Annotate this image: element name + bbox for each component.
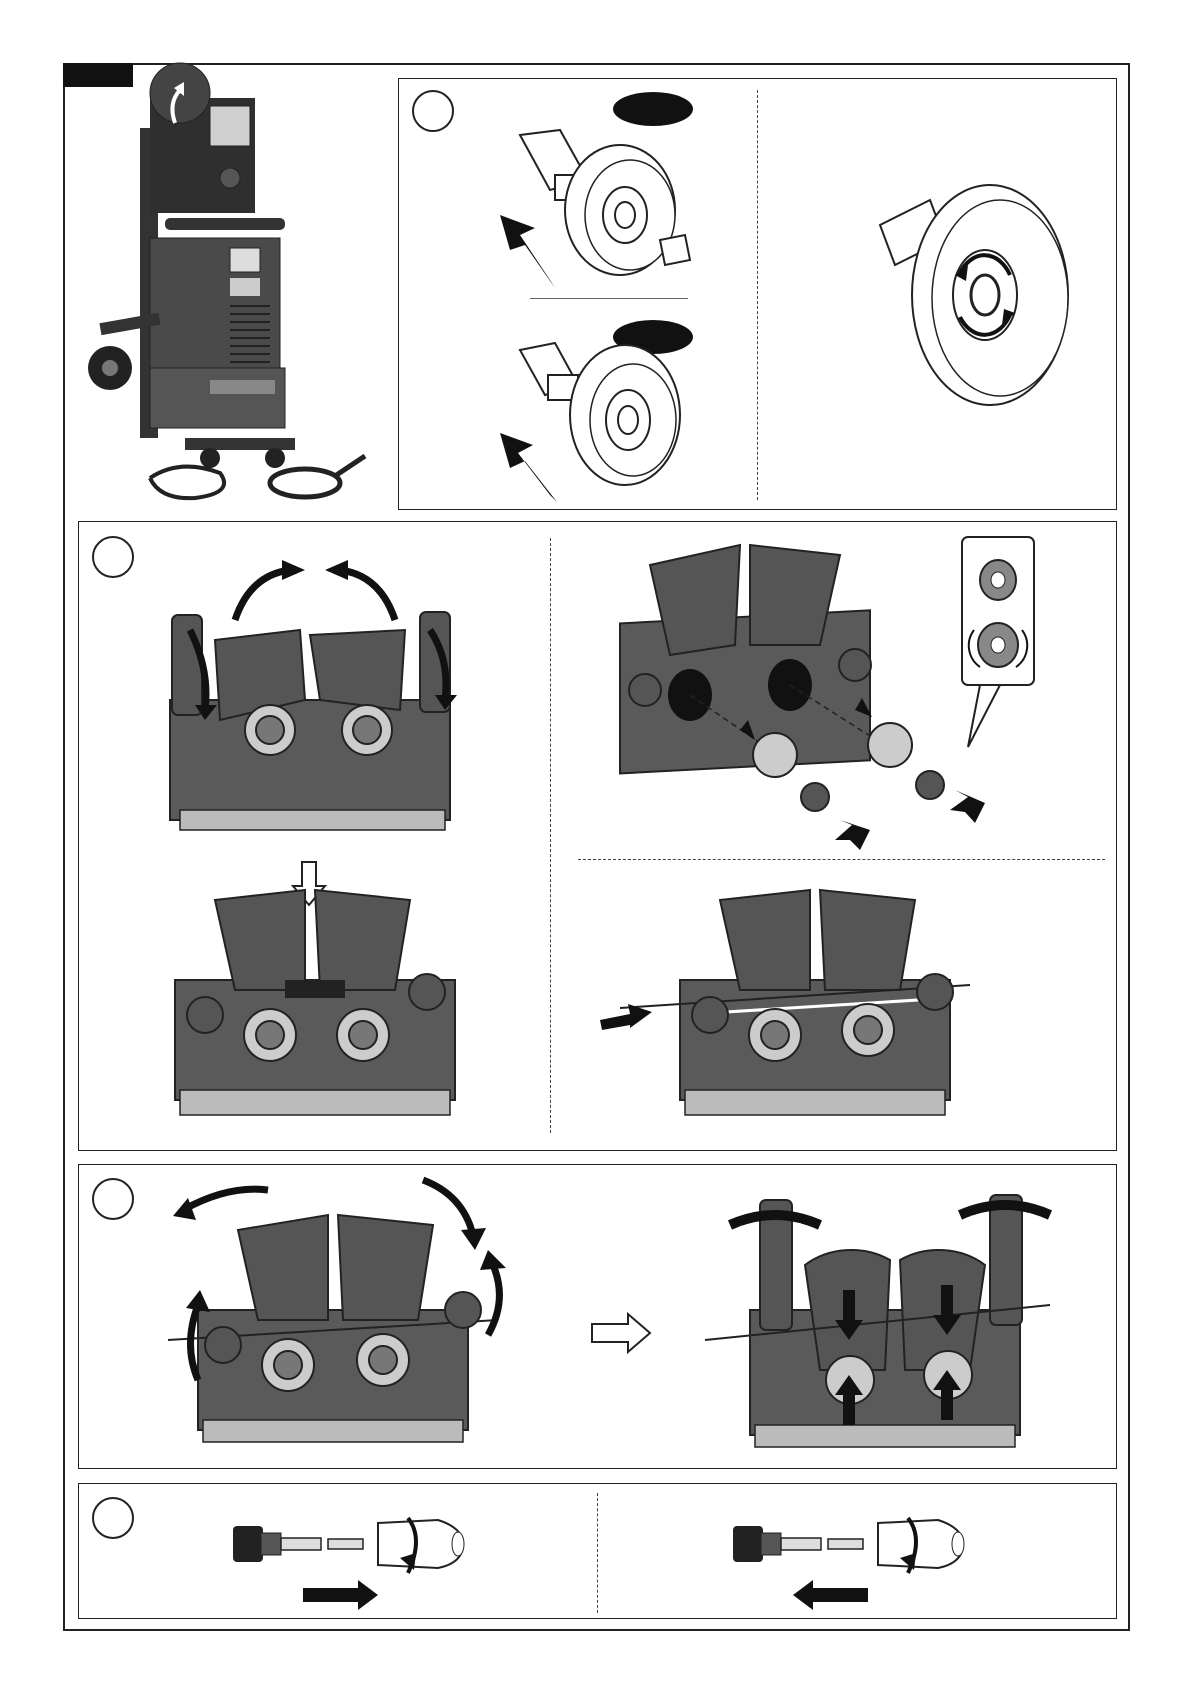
svg-text:−: − [740, 1219, 749, 1236]
wire-insertion-icon [600, 880, 990, 1140]
svg-text:+: + [795, 1219, 804, 1236]
rollers-horizontal-separator [578, 859, 1105, 860]
spool-panel-separator [757, 90, 758, 500]
welding-machine-illustration [80, 68, 380, 508]
feeder-closing-arms-icon [168, 1170, 518, 1455]
spool-assembly-bottom-icon [500, 335, 700, 500]
spool-locking-icon [860, 165, 1070, 410]
step-marker-pressure [92, 1178, 134, 1220]
svg-text:−: − [970, 1209, 979, 1226]
right-outline-arrow-icon [592, 1313, 652, 1353]
rollers-vertical-separator [550, 538, 551, 1133]
step-marker-spool [412, 90, 454, 132]
contact-tip-separator [597, 1493, 598, 1613]
pressure-adjustment-icon: − + − + [700, 1170, 1060, 1455]
roller-groove-detail-icon [960, 535, 1040, 750]
feeder-closed-icon [165, 880, 465, 1140]
svg-text:+: + [1025, 1209, 1034, 1226]
nozzle-remove-icon [728, 1508, 1008, 1608]
step-marker-contact-tip [92, 1497, 134, 1539]
step-marker-rollers [92, 536, 134, 578]
spool-divider [530, 298, 688, 299]
spool-assembly-top-icon [500, 120, 710, 295]
feeder-open-arms-icon [160, 560, 470, 860]
roller-replacement-icon [590, 535, 1010, 855]
nozzle-install-icon [228, 1508, 508, 1608]
